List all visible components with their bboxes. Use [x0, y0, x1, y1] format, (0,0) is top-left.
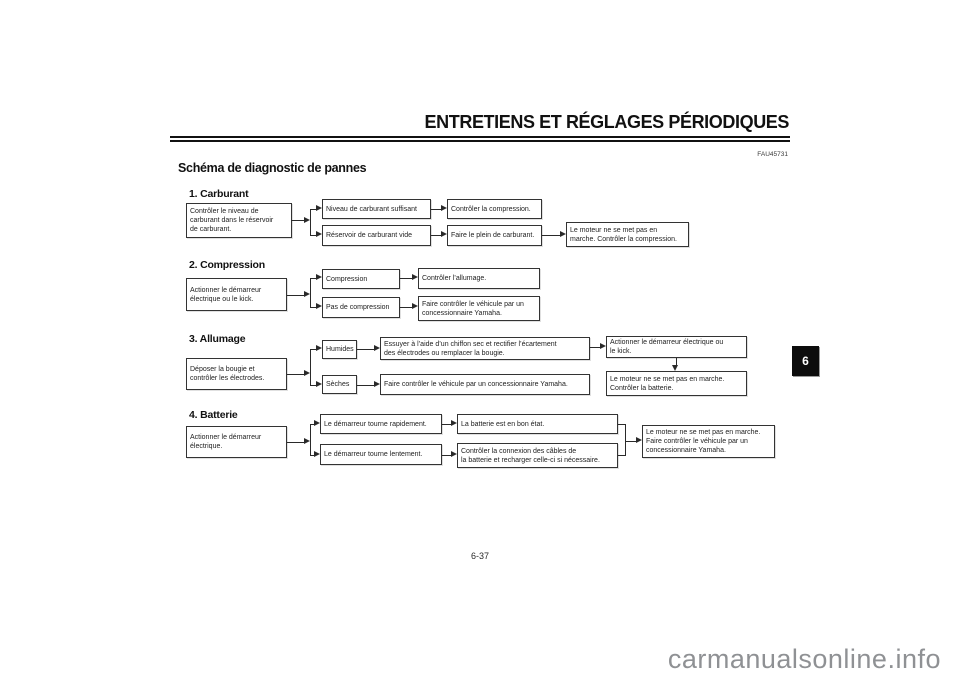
flow-box-compression-branch2-action: Faire contrôler le véhicule par un conce…	[418, 296, 540, 321]
flow-box-allumage-branch2: Sèches	[322, 375, 357, 394]
flow-arrow-icon	[373, 345, 380, 351]
flow-box-compression-start: Actionner le démarreur électrique ou le …	[186, 278, 287, 311]
flow-arrow-icon	[315, 274, 322, 280]
flow-box-batterie-branch2: Le démarreur tourne lentement.	[320, 444, 442, 465]
flow-box-allumage-branch1-next: Actionner le démarreur électrique ou le …	[606, 336, 747, 358]
flow-line	[310, 234, 316, 236]
flow-arrow-icon	[559, 231, 566, 237]
flow-box-allumage-branch1-action: Essuyer à l’aide d’un chiffon sec et rec…	[380, 337, 590, 360]
flow-line	[400, 306, 412, 308]
flow-line	[309, 209, 311, 236]
flow-box-batterie-start: Actionner le démarreur électrique.	[186, 426, 287, 458]
flow-line	[618, 423, 626, 425]
flow-box-compression-branch2: Pas de compression	[322, 297, 400, 318]
flow-arrow-icon	[315, 381, 322, 387]
flow-arrow-icon	[440, 205, 447, 211]
flow-box-carburant-start: Contrôler le niveau de carburant dans le…	[186, 203, 292, 238]
flow-box-compression-branch1: Compression	[322, 269, 400, 289]
flow-line	[287, 373, 304, 375]
flow-box-batterie-merge-result: Le moteur ne se met pas en marche. Faire…	[642, 425, 775, 458]
section-title-compression: 2. Compression	[189, 259, 265, 271]
flow-arrow-icon	[373, 381, 380, 387]
flow-arrow-icon	[411, 303, 418, 309]
flow-line	[357, 384, 374, 386]
flow-arrow-down-icon	[672, 364, 678, 371]
page-number: 6-37	[470, 551, 489, 561]
chapter-tab: 6	[792, 346, 819, 376]
section-title-carburant: 1. Carburant	[189, 188, 249, 200]
flow-box-allumage-branch1: Humides	[322, 340, 357, 359]
flow-line	[626, 440, 636, 442]
flow-box-batterie-branch1-action: La batterie est en bon état.	[457, 414, 618, 434]
flow-box-allumage-branch2-action: Faire contrôler le véhicule par un conce…	[380, 374, 590, 395]
flow-line	[310, 277, 316, 279]
flow-line	[310, 208, 316, 210]
flow-line	[310, 454, 315, 456]
flow-box-carburant-branch2-result: Le moteur ne se met pas en marche. Contr…	[566, 222, 689, 247]
watermark: carmanualsonline.info	[667, 644, 941, 674]
flow-box-compression-branch1-action: Contrôler l’allumage.	[418, 268, 540, 289]
flow-line	[309, 278, 311, 308]
flow-arrow-icon	[315, 303, 322, 309]
flow-arrow-icon	[315, 205, 322, 211]
flow-arrow-icon	[303, 370, 310, 376]
flow-arrow-icon	[303, 291, 310, 297]
flow-line	[309, 424, 311, 456]
flow-box-batterie-branch2-action: Contrôler la connexion des câbles de la …	[457, 443, 618, 468]
flow-arrow-icon	[315, 345, 322, 351]
flow-line	[310, 348, 316, 350]
flow-line	[590, 346, 600, 348]
flow-arrow-icon	[635, 437, 642, 443]
flow-arrow-icon	[313, 451, 320, 457]
flow-line	[625, 424, 627, 456]
flow-line	[618, 454, 626, 456]
flow-arrow-icon	[411, 274, 418, 280]
flow-box-allumage-start: Déposer la bougie et contrôler les élect…	[186, 358, 287, 390]
flow-line	[431, 234, 441, 236]
flow-line	[675, 358, 677, 365]
flow-line	[309, 349, 311, 386]
document-title: Schéma de diagnostic de pannes	[178, 161, 367, 175]
page-header-title: ENTRETIENS ET RÉGLAGES PÉRIODIQUES	[424, 112, 790, 132]
flow-line	[400, 277, 412, 279]
flow-line	[310, 384, 316, 386]
flow-arrow-icon	[313, 420, 320, 426]
flow-line	[431, 208, 441, 210]
section-title-batterie: 4. Batterie	[189, 409, 238, 421]
flow-box-allumage-branch1-result: Le moteur ne se met pas en marche. Contr…	[606, 371, 747, 396]
flow-line	[357, 348, 374, 350]
flow-line	[310, 423, 315, 425]
flow-line	[442, 423, 451, 425]
flow-arrow-icon	[303, 438, 310, 444]
flow-arrow-icon	[440, 231, 447, 237]
flow-line	[310, 306, 316, 308]
section-title-allumage: 3. Allumage	[189, 333, 246, 345]
reference-code: FAU45731	[757, 151, 788, 158]
header-double-rule	[170, 136, 790, 142]
flow-arrow-icon	[450, 420, 457, 426]
flow-arrow-icon	[315, 231, 322, 237]
flow-arrow-icon	[599, 343, 606, 349]
flow-line	[287, 294, 304, 296]
flow-box-carburant-branch2: Réservoir de carburant vide	[322, 225, 431, 246]
flow-box-batterie-branch1: Le démarreur tourne rapidement.	[320, 414, 442, 434]
flow-line	[291, 219, 304, 221]
flow-box-carburant-branch1: Niveau de carburant suffisant	[322, 199, 431, 219]
flow-arrow-icon	[450, 451, 457, 457]
flow-arrow-icon	[303, 216, 310, 223]
flow-line	[542, 234, 560, 236]
flow-box-carburant-branch1-action: Contrôler la compression.	[447, 199, 542, 219]
flow-line	[287, 441, 304, 443]
flow-line	[442, 454, 451, 456]
flow-box-carburant-branch2-action: Faire le plein de carburant.	[447, 225, 542, 246]
